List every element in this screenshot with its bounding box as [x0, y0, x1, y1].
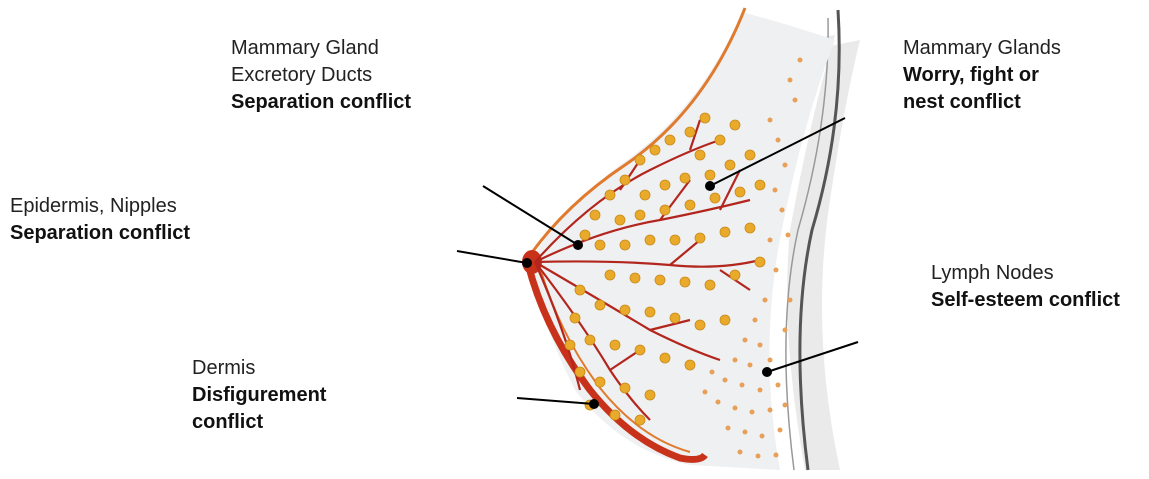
label-epidermis: Epidermis, Nipples Separation conflict — [10, 193, 190, 247]
label-excretory-ducts-name-2: Excretory Ducts — [231, 62, 411, 89]
label-mammary-glands-name: Mammary Glands — [903, 35, 1061, 62]
label-lymph-nodes: Lymph Nodes Self-esteem conflict — [931, 260, 1120, 314]
label-dermis: Dermis Disfigurement conflict — [192, 355, 326, 436]
label-mammary-glands-conflict-1: Worry, fight or — [903, 62, 1061, 89]
label-mammary-glands: Mammary Glands Worry, fight or nest conf… — [903, 35, 1061, 116]
label-excretory-ducts: Mammary Gland Excretory Ducts Separation… — [231, 35, 411, 116]
leader-epidermis — [457, 251, 527, 263]
marker-excretory-ducts — [573, 240, 583, 250]
label-excretory-ducts-conflict: Separation conflict — [231, 89, 411, 116]
label-mammary-glands-conflict-2: nest conflict — [903, 89, 1061, 116]
label-lymph-nodes-name: Lymph Nodes — [931, 260, 1120, 287]
label-epidermis-conflict: Separation conflict — [10, 220, 190, 247]
label-epidermis-name: Epidermis, Nipples — [10, 193, 190, 220]
marker-mammary-glands — [705, 181, 715, 191]
label-dermis-name: Dermis — [192, 355, 326, 382]
marker-epidermis — [522, 258, 532, 268]
label-lymph-nodes-conflict: Self-esteem conflict — [931, 287, 1120, 314]
label-excretory-ducts-name-1: Mammary Gland — [231, 35, 411, 62]
marker-lymph-nodes — [762, 367, 772, 377]
label-dermis-conflict-2: conflict — [192, 409, 326, 436]
label-dermis-conflict-1: Disfigurement — [192, 382, 326, 409]
marker-dermis — [589, 399, 599, 409]
